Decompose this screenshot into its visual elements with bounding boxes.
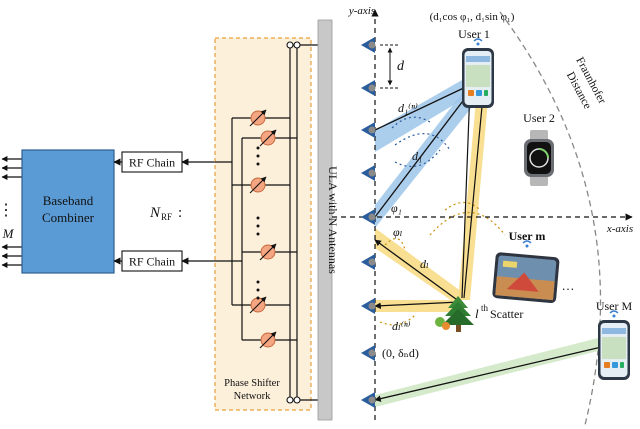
tablet-ellipsis: … <box>562 278 575 293</box>
phase-shifters <box>249 109 277 349</box>
baseband-combiner: Baseband Combiner <box>21 149 115 274</box>
antenna-icon <box>361 345 376 361</box>
user1-coord: (d₁cos φ₁, d₁sin φ₁) <box>430 11 515 23</box>
phase-shifter-network: Phase Shifter Network <box>214 37 312 411</box>
phi1-label: φ₁ <box>391 201 402 215</box>
phase-network-line1: Phase Shifter <box>224 378 280 389</box>
user1-label: User 1 <box>458 27 490 41</box>
userm-label: User m <box>509 229 546 243</box>
fraunhofer-boundary <box>499 11 602 426</box>
phase-shifter-icon <box>249 176 267 194</box>
ula-bar: ULA with N Antennas <box>317 19 340 421</box>
network-ellipsis <box>256 146 260 300</box>
userM-label: User M <box>596 299 633 313</box>
dln-label: dₗ⁽ⁿ⁾ <box>392 319 411 333</box>
antenna-icon <box>361 254 376 270</box>
wifi-icon <box>473 38 483 46</box>
svg-text:th: th <box>481 303 489 313</box>
antenna-icon <box>361 37 376 53</box>
m-label: M <box>2 226 15 241</box>
y-axis-label: y-axis <box>348 5 375 17</box>
antenna-icon <box>361 298 376 314</box>
rays <box>374 84 611 402</box>
svg-text:N: N <box>149 205 161 221</box>
baseband-line2: Combiner <box>42 210 95 225</box>
rf-chain-2-label: RF Chain <box>129 255 175 269</box>
svg-text:l: l <box>475 306 479 321</box>
left-dots: ⋮ <box>0 202 14 219</box>
smartphone-icon <box>598 320 630 380</box>
antenna-icon <box>361 209 376 225</box>
beam-green <box>375 336 610 407</box>
spacing-indicator <box>380 44 398 89</box>
beam-blue-2 <box>375 78 484 228</box>
wifi-icon <box>522 240 532 248</box>
smartphone-icon <box>462 48 494 108</box>
phase-shifter-icon <box>249 109 267 127</box>
phase-shifter-icon <box>259 331 277 349</box>
svg-text::: : <box>178 205 182 221</box>
rf-chain-2: RF Chain <box>113 250 215 272</box>
phase-network-line2: Network <box>234 391 271 402</box>
svg-text:Scatter: Scatter <box>490 307 523 321</box>
svg-text:RF: RF <box>161 212 172 222</box>
user2-label: User 2 <box>523 111 555 125</box>
scatter-label: l th Scatter <box>475 303 523 321</box>
axes <box>332 9 633 420</box>
beam-yellow-2 <box>375 228 462 305</box>
baseband-output-arrows <box>1 156 22 268</box>
phil-label: φₗ <box>393 225 403 239</box>
antenna-icon <box>361 392 376 408</box>
x-axis-label: x-axis <box>606 223 633 235</box>
dl-label: dₗ <box>420 257 429 271</box>
rf-chain-1: RF Chain <box>113 151 215 173</box>
wavefront-arcs <box>379 116 506 326</box>
ula-label: ULA with N Antennas <box>326 166 340 274</box>
tablet-icon <box>492 252 560 303</box>
d1n-label: d₁⁽ⁿ⁾ <box>398 101 418 115</box>
baseband-line1: Baseband <box>43 193 94 208</box>
antenna-array <box>361 37 376 408</box>
antenna-icon <box>361 122 376 138</box>
smartwatch-icon <box>524 130 554 186</box>
antenna-icon <box>361 165 376 181</box>
tree-icon <box>435 296 474 332</box>
phase-shifter-icon <box>259 129 277 147</box>
wifi-icon <box>609 310 619 318</box>
phase-shifter-nodes <box>286 41 301 404</box>
antenna-icon <box>361 80 376 96</box>
d1-label: d₁ <box>412 149 422 163</box>
rf-chain-1-label: RF Chain <box>129 156 175 170</box>
n-rf-label: N RF : <box>149 205 182 222</box>
point-label: (0, δₙd) <box>382 346 419 360</box>
spacing-label: d <box>397 59 405 74</box>
phase-shifter-icon <box>259 243 277 261</box>
